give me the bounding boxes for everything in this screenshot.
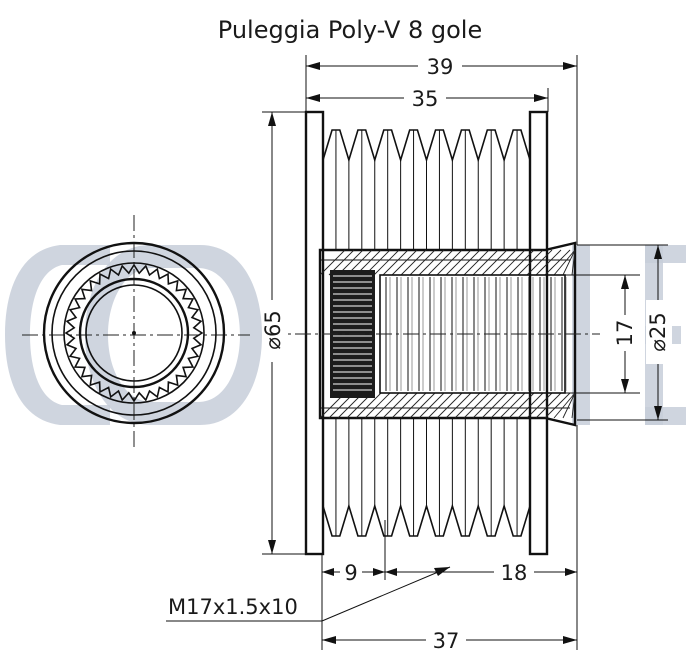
hatch-line (508, 249, 535, 276)
end-view-outer-circle (42, 241, 226, 425)
hatch-line (526, 249, 553, 276)
hatch-line (427, 392, 454, 419)
hatch-line (499, 392, 526, 419)
hatch-line (454, 249, 481, 276)
hatch-line (454, 392, 481, 419)
hatch-line (544, 392, 571, 419)
dim-hub-length: 37 (433, 629, 460, 653)
hatch-line (481, 249, 508, 276)
hatch-line (571, 392, 576, 419)
hatch-line (418, 392, 445, 419)
hatch-line (553, 392, 576, 419)
hatch-line (364, 392, 391, 419)
hatch-line (481, 392, 508, 419)
hatch-line (526, 392, 553, 419)
hatch-line (535, 392, 562, 419)
thread-spec-leader-diagonal (321, 566, 451, 622)
hatch-line (409, 249, 436, 276)
hatch-line (445, 249, 472, 276)
hatch-line (517, 392, 544, 419)
hatch-line (463, 249, 490, 276)
dim-spline-depth: 9 (344, 561, 357, 585)
hatch-line (490, 249, 517, 276)
dimensions: 39 35 ⌀65 17 ⌀25 (166, 52, 672, 654)
hatch-line (562, 249, 576, 276)
dim-inner-bore: 17 (613, 320, 637, 347)
hatch-line (517, 249, 544, 276)
hatch-line (391, 392, 418, 419)
hatch-line (319, 249, 346, 276)
section-hatching (319, 249, 576, 419)
end-view-bore-outer (78, 277, 190, 389)
end-view-center-mark (132, 331, 136, 335)
hatch-line (373, 392, 400, 419)
hatch-line (499, 249, 526, 276)
hatch-line (562, 392, 576, 419)
drawing-title: Puleggia Poly-V 8 gole (218, 16, 482, 44)
poly-v-grooves-bottom (322, 503, 531, 537)
end-view-bore-inner (85, 284, 183, 382)
side-view (132, 110, 600, 556)
hatch-line (382, 249, 409, 276)
end-view (22, 215, 250, 450)
hatch-line (553, 249, 576, 276)
hatch-line (535, 249, 562, 276)
hatch-line (472, 249, 499, 276)
hatch-line (436, 249, 463, 276)
hatch-line (382, 392, 409, 419)
hatch-line (355, 392, 382, 419)
right-flange (528, 110, 549, 556)
hatch-line (445, 392, 472, 419)
hatch-line (472, 392, 499, 419)
hatch-line (463, 392, 490, 419)
end-view-spline-teeth (64, 263, 204, 403)
dim-overall-width: 39 (427, 55, 454, 79)
hatch-line (490, 392, 517, 419)
hatch-line (571, 249, 576, 276)
hatch-line (544, 249, 571, 276)
hatch-line (418, 249, 445, 276)
end-view-spline-outer (63, 262, 205, 404)
groove-lines-bottom (335, 418, 531, 536)
end-view-ring-circle (51, 250, 217, 416)
groove-lines-top (335, 130, 531, 250)
hatch-line (391, 249, 418, 276)
hatch-line (373, 249, 400, 276)
poly-v-grooves-top (322, 129, 531, 163)
hatch-line (400, 392, 427, 419)
hatch-line (400, 249, 427, 276)
hatch-line (409, 392, 436, 419)
hatch-line (427, 249, 454, 276)
dim-hub-diameter: ⌀25 (646, 312, 670, 351)
left-flange (304, 110, 325, 556)
dim-thread-depth: 18 (501, 561, 528, 585)
spline-lines (333, 275, 372, 391)
hatch-line (436, 392, 463, 419)
dim-outer-diameter: ⌀65 (261, 310, 285, 349)
dim-groove-width: 35 (412, 87, 439, 111)
thread-spec-label: M17x1.5x10 (168, 595, 298, 619)
hatch-line (508, 392, 535, 419)
